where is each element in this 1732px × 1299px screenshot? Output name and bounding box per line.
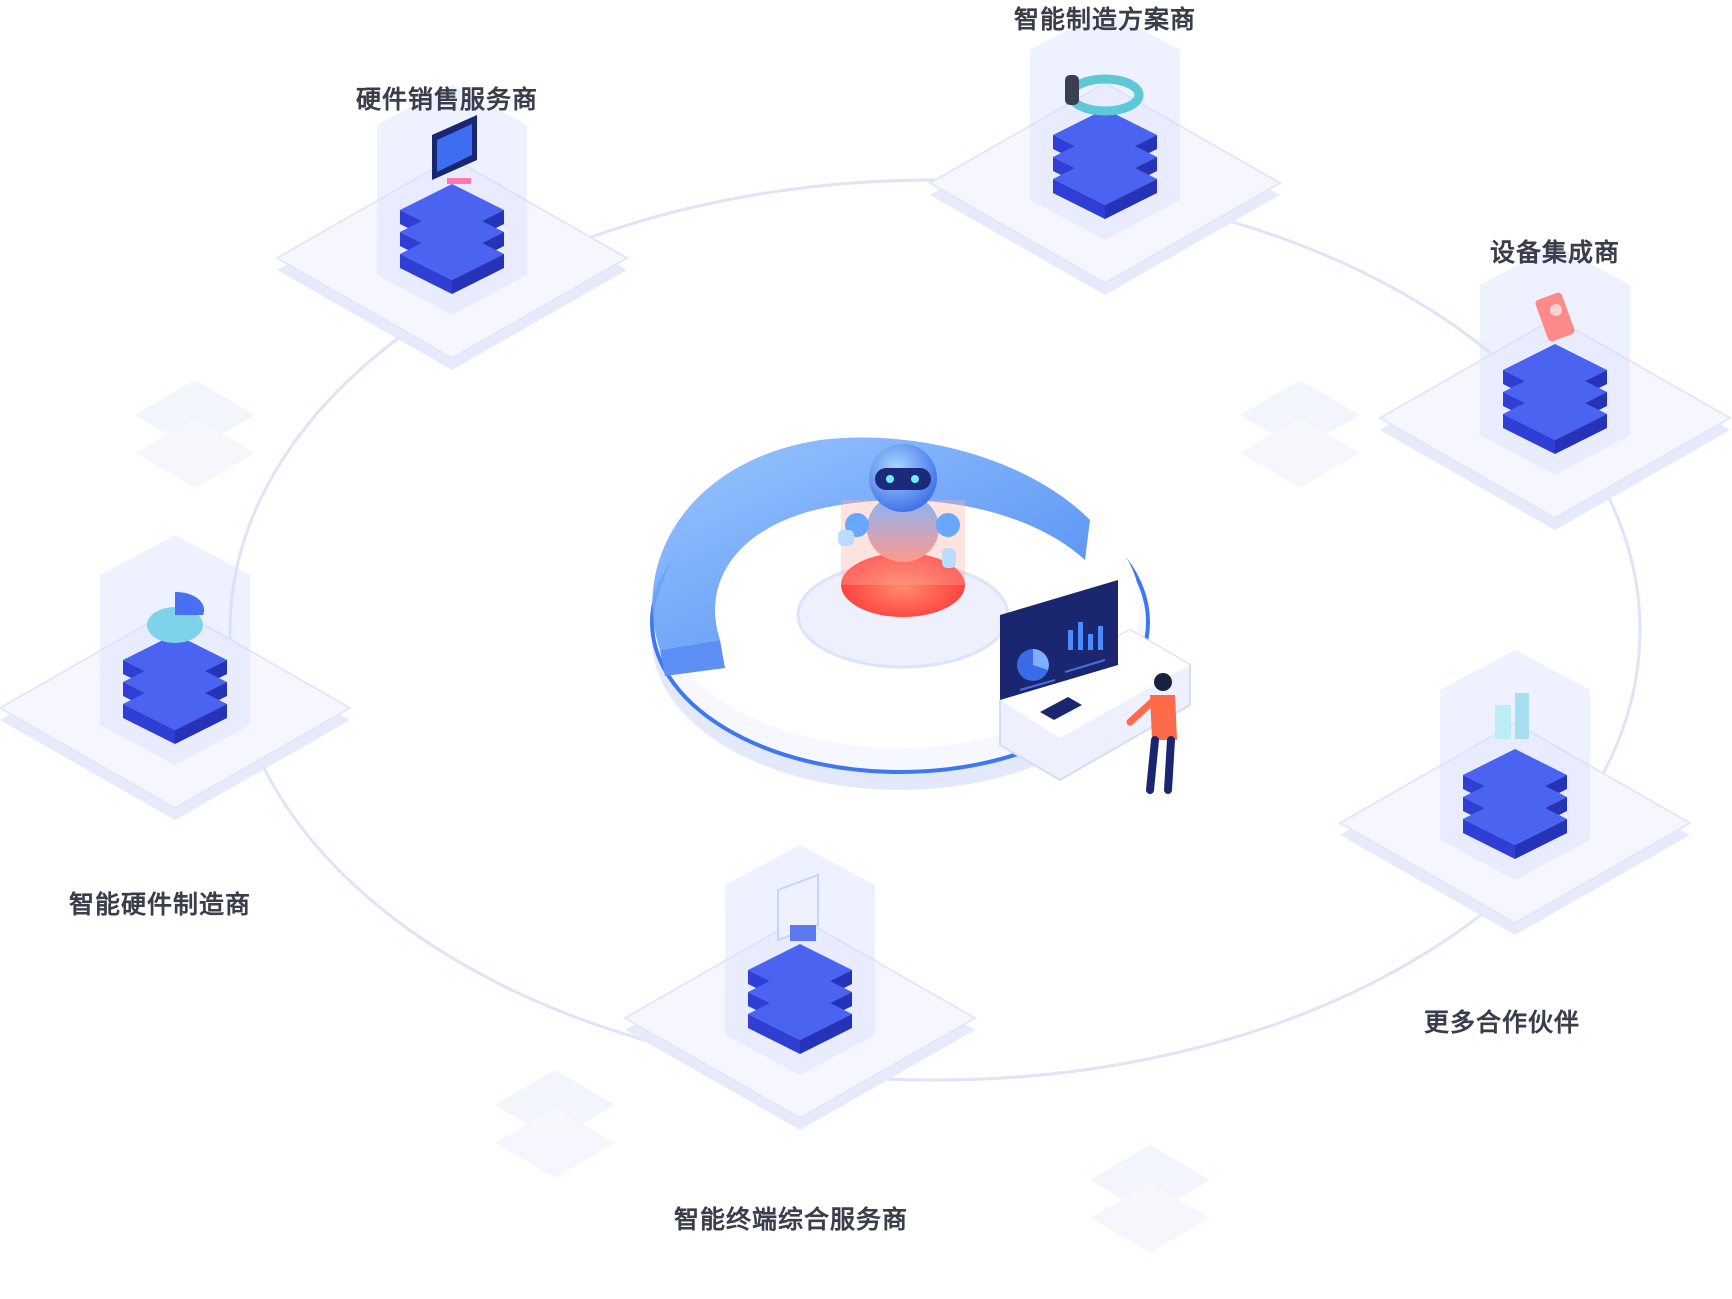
partner-node-intelligent-hardware-manufacturer: [0, 535, 353, 820]
dashboard-console: [999, 580, 1191, 782]
pie-chart-icon: [147, 591, 205, 643]
decor-plate-bottom-right: [1090, 1145, 1210, 1253]
central-platform: [650, 437, 1191, 794]
hub-arc-wall: [652, 437, 1090, 650]
mobile-card-icon: [1535, 292, 1575, 342]
label-more-partners: 更多合作伙伴: [1423, 1008, 1581, 1037]
decor-plate-bottom-left: [495, 1070, 615, 1178]
operator-person-icon: [1126, 673, 1177, 794]
decor-plate-right: [1240, 380, 1360, 488]
label-intelligent-manufacturing-solution-provider: 智能制造方案商: [1013, 5, 1197, 34]
decor-plate-left: [135, 380, 255, 488]
glass-blocks-icon: [1495, 693, 1529, 739]
label-intelligent-hardware-manufacturer: 智能硬件制造商: [68, 890, 252, 919]
partner-node-more-partners: [1337, 650, 1693, 935]
robot-icon: [838, 444, 960, 568]
partner-node-intelligent-terminal-service-provider: [622, 845, 978, 1130]
label-intelligent-terminal-service-provider: 智能终端综合服务商: [673, 1205, 909, 1234]
gear-loop-icon: [1065, 74, 1144, 116]
label-hardware-sales-service-provider: 硬件销售服务商: [355, 85, 539, 114]
monitor-sale-icon: [432, 115, 477, 184]
partner-node-equipment-integrator: [1377, 245, 1732, 530]
partner-node-hardware-sales-service-provider: [274, 85, 630, 370]
document-box-icon: [777, 873, 819, 942]
partner-node-intelligent-manufacturing-solution-provider: [927, 10, 1283, 295]
label-equipment-integrator: 设备集成商: [1489, 238, 1621, 267]
